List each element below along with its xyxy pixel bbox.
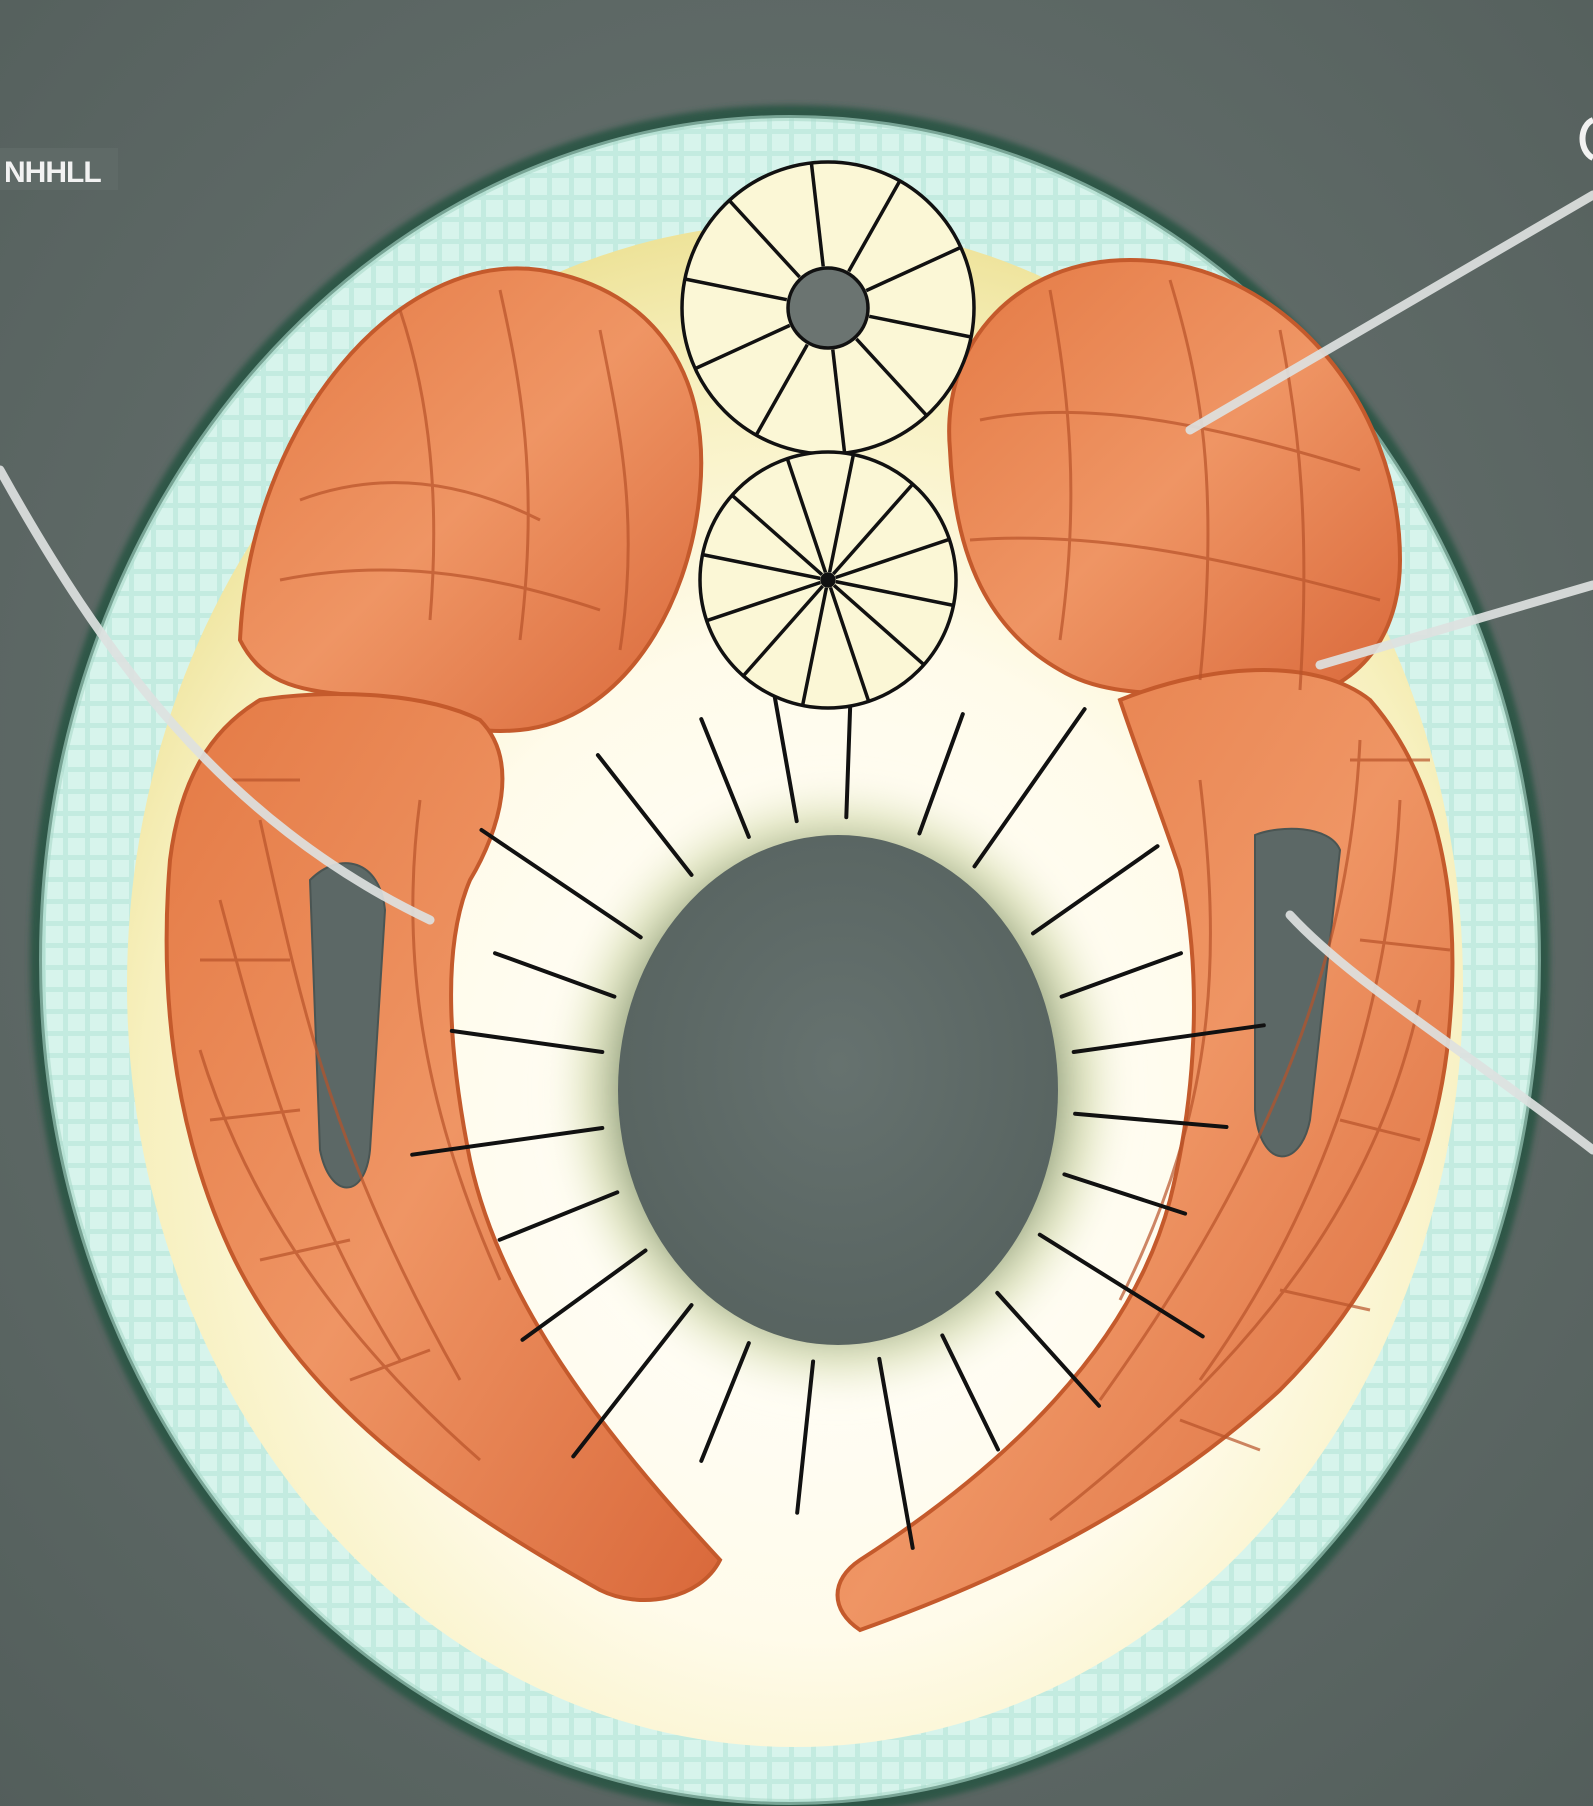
wheel-hub (822, 574, 834, 586)
wheel-hub (788, 268, 868, 348)
central-cavity (618, 835, 1058, 1345)
label-top-left: NHHLL (4, 156, 101, 189)
lower-wheel (700, 452, 956, 708)
upper-wheel (682, 162, 974, 454)
